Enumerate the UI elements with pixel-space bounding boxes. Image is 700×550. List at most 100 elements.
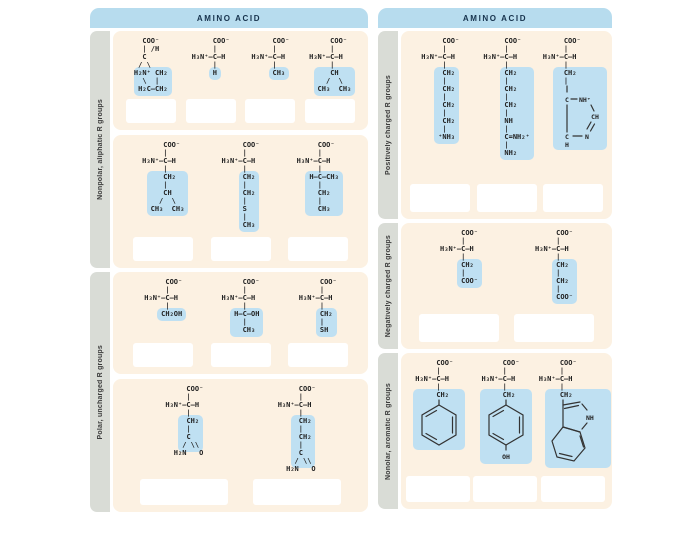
formula-line: |: [192, 45, 217, 53]
formula-text: [483, 109, 504, 117]
formula-line: H₃N⁺—C—H: [222, 157, 256, 165]
formula-line: CH₂: [415, 391, 449, 399]
formula-line: ⁺NH₃: [421, 133, 455, 141]
formula-line: COO⁻: [535, 229, 573, 237]
formula-line: \ |: [134, 77, 159, 85]
formula-text: [421, 117, 442, 125]
answer-box-glutamine[interactable]: [252, 479, 341, 505]
formula-text: CH₂: [442, 101, 456, 109]
answer-box-methionine[interactable]: [210, 237, 271, 261]
answer-box-phenylalanine[interactable]: [406, 476, 471, 502]
formula-text: [535, 261, 556, 269]
formula-line: H₃N⁺—C—H: [297, 157, 331, 165]
answer-box-tryptophan[interactable]: [540, 476, 605, 502]
answer-box-leucine[interactable]: [133, 237, 194, 261]
formula-text: |: [421, 61, 447, 69]
formula-text: CH₂: [319, 310, 333, 318]
formula-line: H₃N⁺—C—H: [142, 157, 176, 165]
answer-box-aspartate[interactable]: [419, 314, 499, 342]
formula-text: H₃N⁺—C—H: [144, 294, 178, 302]
answer-box-tyrosine[interactable]: [472, 476, 537, 502]
answer-box-serine[interactable]: [133, 343, 194, 367]
formula-text: |: [191, 45, 217, 53]
answer-box-glutamate[interactable]: [514, 314, 594, 342]
formula-line: |: [165, 393, 190, 401]
formula-text: |: [440, 253, 466, 261]
formula-text: COO⁻: [221, 278, 260, 286]
formula-text: H₃N⁺—C—H: [221, 294, 256, 302]
formula-line: H₃N⁺—C—H: [482, 375, 516, 383]
formula-line: / \\: [165, 441, 199, 449]
structure-proline: COO⁻ | /H C / \H₂N⁺ CH₂ \ | H₂C—CH₂: [133, 37, 172, 96]
answer-box-proline[interactable]: [125, 99, 176, 123]
formula-line: |: [222, 165, 247, 173]
formula-text: |: [317, 181, 322, 189]
formula-text: [483, 125, 504, 133]
r-group-highlight: [290, 415, 316, 468]
formula-line: COO⁻: [543, 37, 581, 45]
formula-line: H₃N⁺—C—H: [483, 53, 517, 61]
formula-line: |: [483, 45, 508, 53]
structure-row: COO⁻ |H₃N⁺—C—H | CH₂ | C / \\ H₂N O COO⁻…: [113, 379, 368, 512]
formula-text: [192, 69, 213, 77]
formula-line: |: [251, 45, 276, 53]
formula-text: |: [563, 77, 569, 85]
formula-text: |: [481, 367, 507, 375]
answer-box-alanine[interactable]: [245, 99, 296, 123]
formula-text: |: [421, 45, 447, 53]
formula-line: |: [309, 61, 334, 69]
formula-text: |: [298, 441, 303, 449]
formula-text: [142, 181, 163, 189]
formula-text: [483, 85, 504, 93]
answer-box-valine[interactable]: [305, 99, 356, 123]
answer-box-cysteine[interactable]: [287, 343, 348, 367]
answer-box-isoleucine[interactable]: [287, 237, 348, 261]
formula-text: [535, 293, 556, 301]
formula-line: H₂N O: [278, 465, 316, 473]
formula-text: [535, 285, 556, 293]
formula-line: |: [278, 441, 303, 449]
formula-text: [222, 213, 243, 221]
answer-box-histidine[interactable]: [542, 184, 603, 212]
formula-text: C: [298, 449, 303, 457]
formula-text: |: [309, 45, 335, 53]
formula-text: CH₂: [317, 189, 331, 197]
formula-line: |: [483, 109, 508, 117]
formula-text: |: [317, 197, 322, 205]
cell-histidine: COO⁻ |H₃N⁺—C—H | CH₂ | C NH⁺ CH N C H: [542, 37, 607, 212]
formula-line: COO⁻: [421, 37, 459, 45]
formula-line: H—C—OH: [222, 310, 259, 318]
formula-line: |: [482, 367, 507, 375]
section-body: COO⁻ |H₃N⁺—C—H | CH₂ | COO⁻ COO⁻ |H₃N⁺—C…: [401, 223, 612, 349]
formula-text: [483, 141, 504, 149]
formula-text: |: [298, 302, 325, 310]
formula-text: [421, 109, 442, 117]
r-group-highlight: [434, 67, 460, 144]
formula-text: |: [504, 77, 509, 85]
formula-line: CH₃: [251, 69, 286, 77]
r-group-highlight: [134, 67, 172, 96]
cell-threonine: COO⁻ |H₃N⁺—C—H | H—C—OH | CH₃: [210, 278, 271, 367]
formula-text: H₃N⁺—C—H: [535, 245, 569, 253]
group-tab-nonpolar-aromatic: Nonolar, aromatic R groups: [378, 353, 398, 509]
formula-text: CH₂OH: [161, 310, 183, 318]
formula-line: |: [543, 61, 568, 69]
formula-text: SH: [319, 326, 329, 334]
formula-text: CH₂: [442, 85, 456, 93]
answer-box-threonine[interactable]: [210, 343, 271, 367]
formula-line: CH₂: [535, 277, 569, 285]
formula-text: [309, 69, 330, 77]
answer-box-arginine[interactable]: [476, 184, 537, 212]
formula-line: NH: [539, 399, 607, 467]
cell-lysine: COO⁻ |H₃N⁺—C—H | CH₂ | CH₂ | CH₂ | CH₂ |…: [410, 37, 471, 212]
answer-box-glycine[interactable]: [185, 99, 236, 123]
section-body: COO⁻ |H₃N⁺—C—H | CH₂ COO⁻ |H₃N⁺—C—H | CH…: [401, 353, 612, 509]
formula-line: CH₃: [222, 221, 256, 229]
formula-line: COO⁻: [309, 37, 347, 45]
answer-box-asparagine[interactable]: [140, 479, 229, 505]
answer-box-lysine[interactable]: [410, 184, 471, 212]
formula-text: H₂N⁺: [133, 69, 155, 77]
r-group-highlight: [146, 171, 189, 216]
formula-line: |: [539, 383, 564, 391]
formula-line: |: [440, 269, 465, 277]
